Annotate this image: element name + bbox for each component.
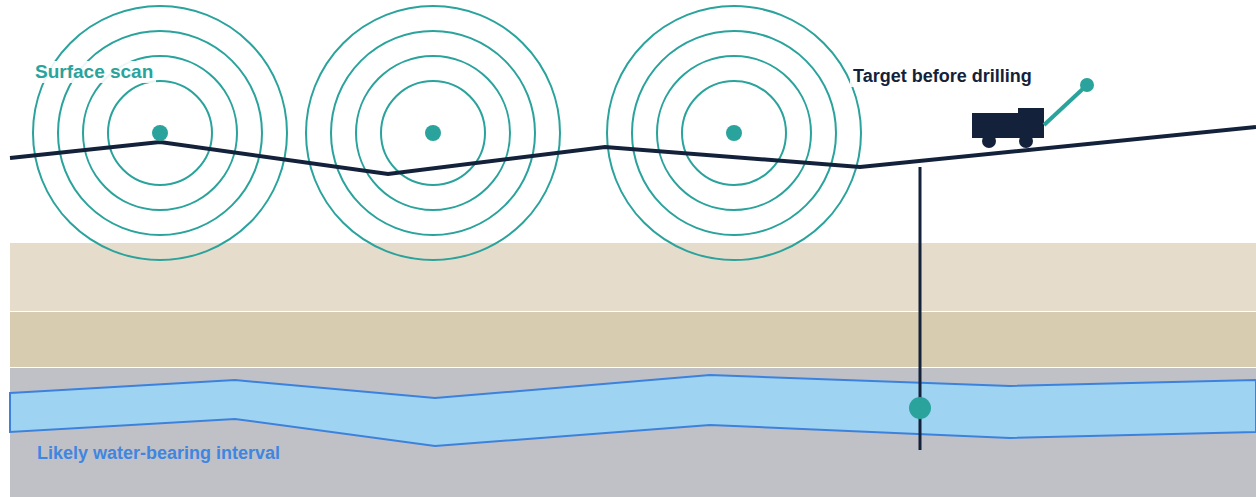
lower-layer — [10, 368, 1256, 497]
ground-surface — [10, 127, 1256, 174]
upper-layer — [10, 243, 1256, 311]
middle-layer — [10, 312, 1256, 367]
interval-label: Likely water-bearing interval — [34, 443, 283, 464]
aquifer-band — [10, 375, 1256, 446]
target-label: Target before drilling — [850, 66, 1035, 87]
drill-rig — [972, 78, 1094, 148]
target-point — [909, 397, 931, 419]
scan-points — [152, 125, 742, 141]
scan-rings — [33, 6, 861, 260]
scan-label: Surface scan — [32, 61, 156, 83]
